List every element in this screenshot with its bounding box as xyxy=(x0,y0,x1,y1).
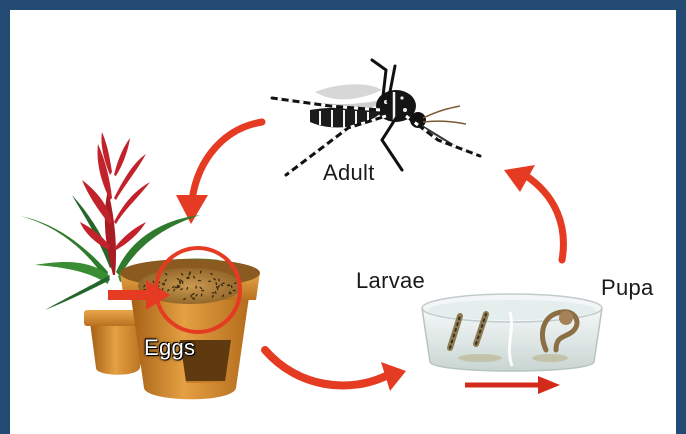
stage-label-larvae: Larvae xyxy=(356,268,425,294)
lifecycle-scene xyxy=(10,10,676,434)
mosquito-icon xyxy=(272,60,480,175)
arrow-larvae-to-pupa-head xyxy=(538,376,560,394)
stage-label-eggs: Eggs xyxy=(144,335,195,361)
arrow-adult-to-eggs xyxy=(192,122,262,200)
arrow-eggs-to-larvae xyxy=(265,350,388,385)
stage-label-pupa: Pupa xyxy=(601,275,654,301)
stage-label-adult: Adult xyxy=(323,160,375,186)
lifecycle-panel: Adult Larvae Pupa Eggs xyxy=(10,10,676,434)
arrow-pupa-to-adult xyxy=(525,175,563,260)
